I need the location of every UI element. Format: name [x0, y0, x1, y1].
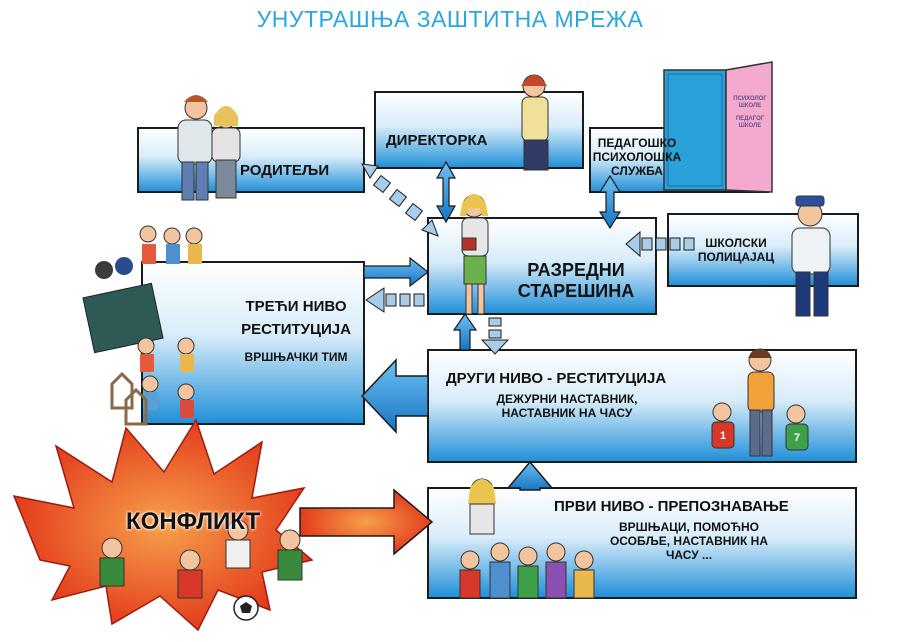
police-officer-illustration: [791, 195, 831, 317]
prvi-nivo-sub: ВРШЊАЦИ, ПОМОЋНО ОСОБЉЕ, НАСТАВНИК НА ЧА…: [609, 520, 769, 563]
box-roditelji: [137, 127, 365, 193]
peer-team-illustration: [82, 225, 203, 426]
dashed-arrow-roditelji-razredni: [361, 163, 439, 237]
treci-nivo-sub: ВРШЊАЧКИ ТИМ: [244, 350, 348, 364]
soccer-ball-icon: [233, 595, 259, 621]
dashed-arrow-razredni-drugi: [480, 317, 510, 355]
roditelji-label: РОДИТЕЉИ: [240, 162, 330, 179]
policajac-label: ШКОЛСКИ ПОЛИЦАЈАЦ: [697, 236, 775, 265]
box-treci-nivo: [141, 261, 365, 425]
door-sign: ПСИХОЛОГ ШКОЛЕ ПЕДАГОГ ШКОЛЕ: [733, 96, 767, 130]
drugi-nivo-sub: ДЕЖУРНИ НАСТАВНИК, НАСТАВНИК НА ЧАСУ: [496, 392, 638, 421]
arrow-konflikt-to-prvi: [299, 488, 434, 556]
parents-illustration: [177, 95, 241, 201]
conflict-burst: [12, 418, 314, 632]
dashed-arrow-razredni-treci: [365, 287, 425, 313]
box-direktorka: [374, 91, 584, 169]
treci-nivo-label: ТРЕЋИ НИВО РЕСТИТУЦИЈА: [241, 298, 351, 338]
arrow-drugi-to-razredni: [452, 312, 478, 351]
drugi-nivo-label: ДРУГИ НИВО - РЕСТИТУЦИЈА: [446, 370, 667, 387]
dashed-arrow-policajac-razredni: [625, 230, 695, 258]
arrow-prvi-to-drugi: [506, 460, 554, 491]
konflikt-label: КОНФЛИКТ: [126, 508, 261, 535]
direktorka-label: ДИРЕКТОРКА: [386, 132, 488, 149]
page-title: УНУТРАШЊА ЗАШТИТНА МРЕЖА: [256, 6, 644, 32]
arrow-pp-razredni: [598, 174, 622, 230]
arrow-drugi-to-treci: [360, 358, 429, 434]
duty-teacher-illustration: [711, 348, 809, 457]
jersey-number-1: 1: [719, 430, 727, 442]
door-icon: [663, 61, 773, 193]
box-drugi-nivo: [427, 349, 857, 463]
peers-crowd-illustration: [459, 478, 595, 599]
arrow-treci-to-razredni: [363, 256, 429, 288]
fighting-kids-illustration: [99, 519, 303, 599]
razredni-label: РАЗРЕДНИ СТАРЕШИНА: [517, 260, 635, 302]
arrow-direktorka-razredni: [435, 160, 457, 224]
prvi-nivo-label: ПРВИ НИВО - ПРЕПОЗНАВАЊЕ: [554, 498, 789, 515]
class-teacher-illustration: [460, 194, 489, 315]
director-illustration: [521, 74, 549, 171]
pp-sluzba-label: ПЕДАГОШКО ПСИХОЛОШКА СЛУЖБА: [592, 136, 682, 179]
jersey-number-7: 7: [793, 432, 801, 444]
